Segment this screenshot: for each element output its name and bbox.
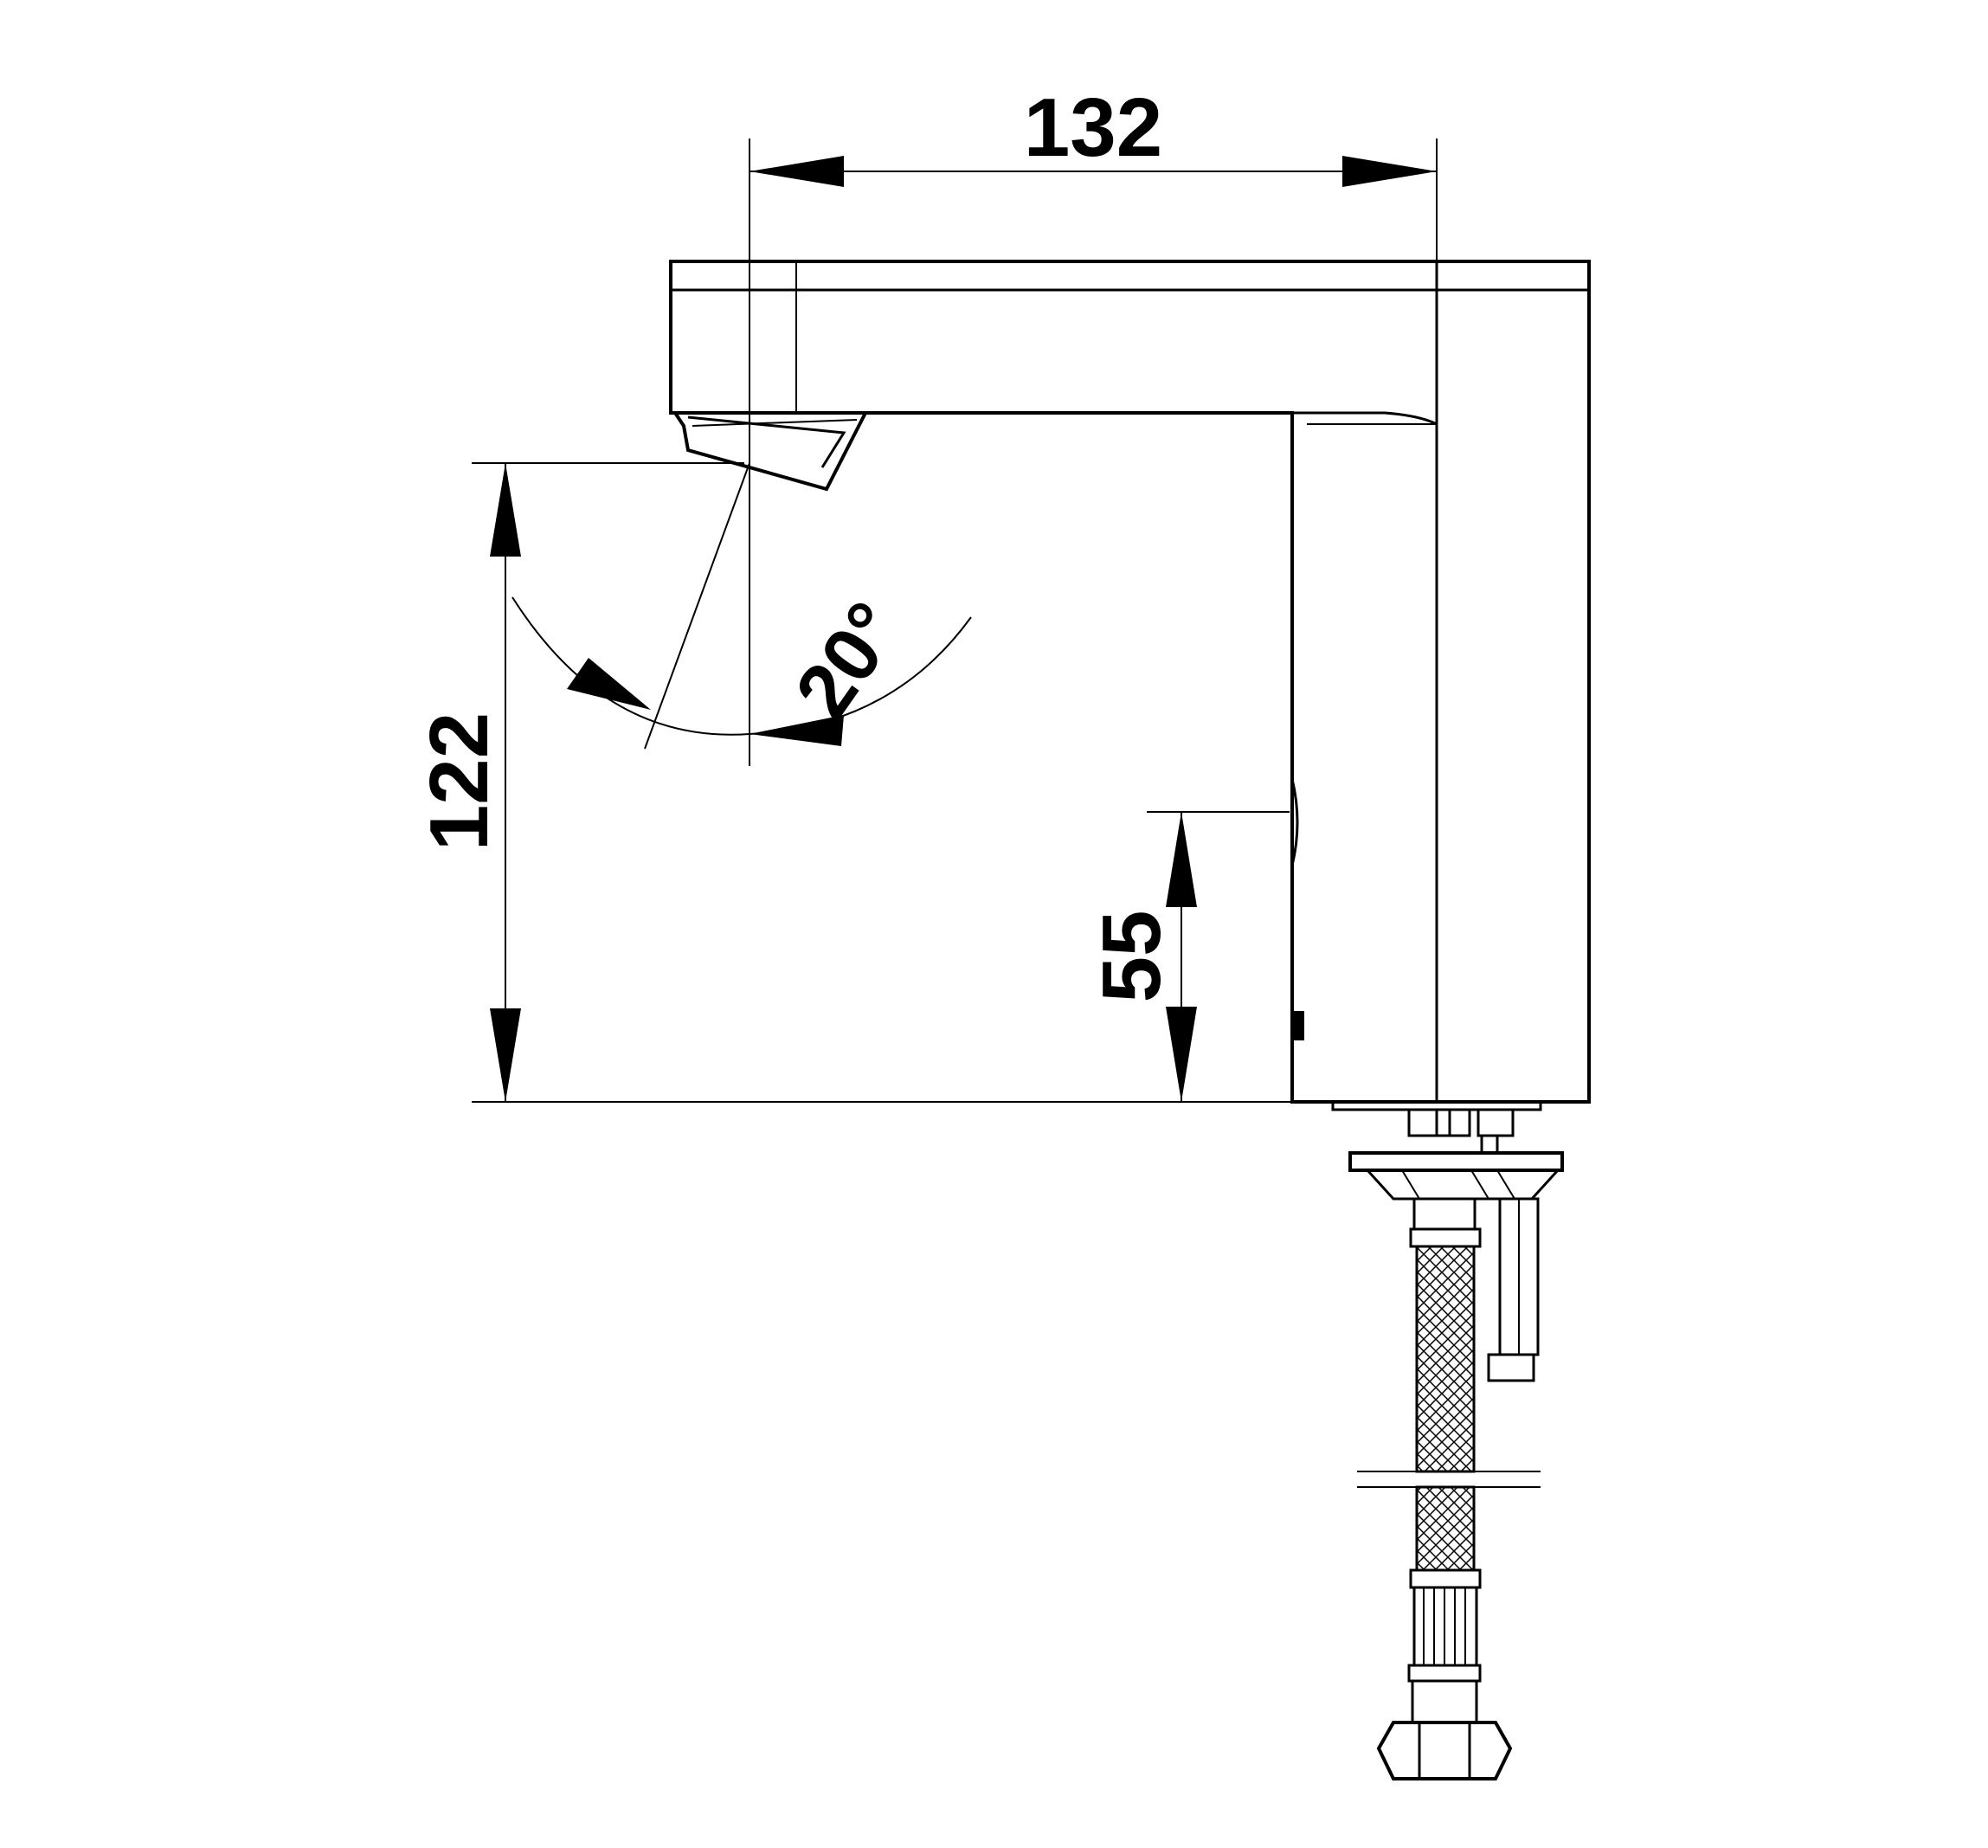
- arrow-right: [750, 715, 844, 746]
- spout-height-label: 122: [413, 712, 505, 851]
- mounting-hardware: [1348, 1108, 1564, 1382]
- arrow-top: [490, 463, 521, 557]
- sensor-window: [1290, 778, 1304, 1040]
- arrow-bottom: [1166, 1007, 1197, 1102]
- sensor-height-label: 55: [1085, 911, 1178, 1003]
- crimp-ridges: [1423, 1587, 1466, 1665]
- spout-reach-label: 132: [1024, 81, 1162, 174]
- arrow-top: [1166, 812, 1197, 907]
- spray-angle-label: 20°: [779, 587, 917, 733]
- dimension-angle: 20°: [511, 462, 972, 750]
- aerator-outlet: [672, 411, 869, 492]
- dimension-55: 55: [1085, 811, 1290, 1102]
- braided-hose: [1357, 1245, 1541, 1780]
- dimension-122: 122: [413, 462, 1292, 1103]
- arrow-bottom: [490, 1008, 521, 1102]
- arrow-left: [567, 658, 651, 710]
- arrow-left: [750, 156, 844, 187]
- dimension-132: 132: [749, 81, 1438, 766]
- arrow-right: [1342, 156, 1437, 187]
